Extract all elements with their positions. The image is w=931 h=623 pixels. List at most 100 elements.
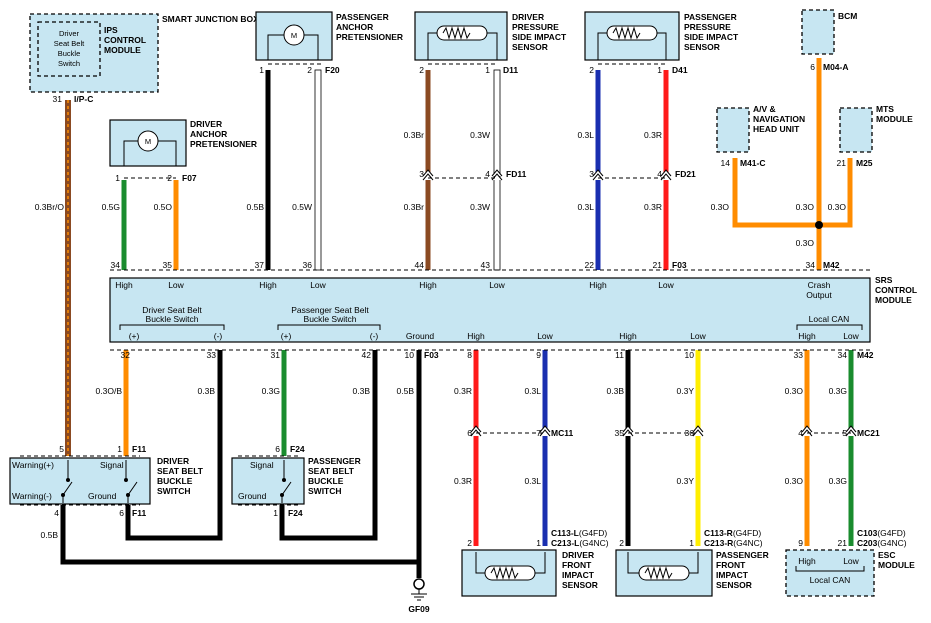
pin: 10 [685,350,695,360]
connector-m41c: M41-C [740,158,766,168]
connector-f07: F07 [182,173,197,183]
srs-pas-buckle-hdr-1: Passenger Seat Belt [291,305,369,315]
wire-spec: 0.3O [785,386,804,396]
esc-high: High [798,556,816,566]
pas-signal: Signal [250,460,274,470]
passenger-front-impact-sensor: PASSENGER FRONT IMPACT SENSOR [615,549,769,597]
pin: 8 [467,350,472,360]
pin: 1 [689,538,694,548]
connector-c213r: C213-R(G4NC) [704,538,763,548]
drv-warning-plus: Warning(+) [12,460,54,470]
passenger-pressure-l4: SENSOR [684,42,720,52]
mts-l1: MTS [876,104,894,114]
pin: 35 [615,428,625,438]
passenger-anchor-l3: PRETENSIONER [336,32,403,42]
av-navigation-head-unit: A/V & NAVIGATION HEAD UNIT [716,104,805,153]
wire-spec: 0.5B [397,386,415,396]
pin: 9 [536,350,541,360]
wire-spec: 0.5O [154,202,173,212]
pin: 2 [589,65,594,75]
pin: 1 [536,538,541,548]
srs-control-module: SRS CONTROL MODULE High Low High Low Hig… [109,275,917,343]
wire-spec: 0.5B [247,202,265,212]
buckle-inner-line-3: Buckle [58,49,81,58]
srs-l1: SRS [875,275,893,285]
srs-label-low-35: Low [168,280,184,290]
wire-spec: 0.3O [796,238,815,248]
connector-f11-top: F11 [132,444,146,454]
srs-label-low-9: Low [537,331,553,341]
pin: 1 [117,444,122,454]
esc-l2: MODULE [878,560,915,570]
av-nav-l1: A/V & [753,104,776,114]
srs-label-high-11: High [619,331,637,341]
smart-junction-box: Driver Seat Belt Buckle Switch IPS CONTR… [29,13,259,93]
smart-junction-label: SMART JUNCTION BOX [162,14,259,24]
bcm: BCM [801,9,857,55]
srs-label-ground: Ground [406,331,435,341]
bcm-label: BCM [838,11,857,21]
connector-m42-bottom: M42 [857,350,874,360]
pin: 34 [838,350,848,360]
pas-buckle-l1: PASSENGER [308,456,361,466]
motor-symbol-1: M [145,137,151,146]
pas-buckle-l2: SEAT BELT [308,466,355,476]
motor-symbol-2: M [291,31,297,40]
esc-low: Low [843,556,859,566]
wire-spec: 0.5G [102,202,120,212]
pin: 21 [838,538,848,548]
passenger-anchor-l2: ANCHOR [336,22,373,32]
srs-label-can-high: High [798,331,816,341]
connector-f03-bottom: F03 [424,350,439,360]
connector-f11-bottom: F11 [132,508,146,518]
ips-line-3: MODULE [104,45,141,55]
passenger-anchor-pretensioner: M PASSENGER ANCHOR PRETENSIONER [255,11,403,61]
srs-label-high-37: High [259,280,277,290]
connector-f24-bottom: F24 [288,508,303,518]
srs-label-local-can: Local CAN [809,314,850,324]
driver-pressure-l1: DRIVER [512,12,544,22]
srs-drv-minus: (-) [214,331,223,341]
connector-f20: F20 [325,65,340,75]
av-nav-l3: HEAD UNIT [753,124,800,134]
pin: 36 [303,260,313,270]
driver-anchor-pretensioner: M DRIVER ANCHOR PRETENSIONER [109,119,257,167]
ips-line-1: IPS [104,25,118,35]
drv-buckle-l1: DRIVER [157,456,189,466]
pin: 9 [798,538,803,548]
srs-label-low-10: Low [690,331,706,341]
wire-spec: 0.3Y [677,386,695,396]
srs-l2: CONTROL [875,285,917,295]
driver-pressure-l3: SIDE IMPACT [512,32,567,42]
wire-spec: 0.3O [711,202,730,212]
srs-drv-buckle-hdr-1: Driver Seat Belt [142,305,202,315]
drv-front-l3: IMPACT [562,570,595,580]
wire-passenger-buckle-ground [279,350,378,541]
pin: 14 [721,158,731,168]
wire-spec: 0.5W [292,202,312,212]
srs-label-can-low: Low [843,331,859,341]
driver-anchor-l1: DRIVER [190,119,222,129]
connector-c113r: C113-R(G4FD) [704,528,761,538]
wire-spec: 0.3W [470,202,490,212]
wire-spec: 0.3B [607,386,625,396]
wire-spec: 0.3L [524,386,541,396]
pin: 4 [54,508,59,518]
pin: 3 [419,169,424,179]
srs-l3: MODULE [875,295,912,305]
mts-module: MTS MODULE [839,104,913,153]
passenger-anchor-l1: PASSENGER [336,12,389,22]
wire-spec: 0.3Y [677,476,695,486]
wire-spec: 0.3R [454,476,472,486]
drv-ground: Ground [88,491,117,501]
wire-spec: 0.3O/B [96,386,123,396]
connector-mc11: MC11 [551,428,573,438]
pas-buckle-l4: SWITCH [308,486,342,496]
srs-label-output: Output [806,290,832,300]
srs-label-low-21: Low [658,280,674,290]
pin: 1 [657,65,662,75]
srs-pas-plus: (+) [281,331,292,341]
buckle-inner-line-4: Switch [58,59,80,68]
pin: 42 [362,350,372,360]
pin: 1 [259,65,264,75]
